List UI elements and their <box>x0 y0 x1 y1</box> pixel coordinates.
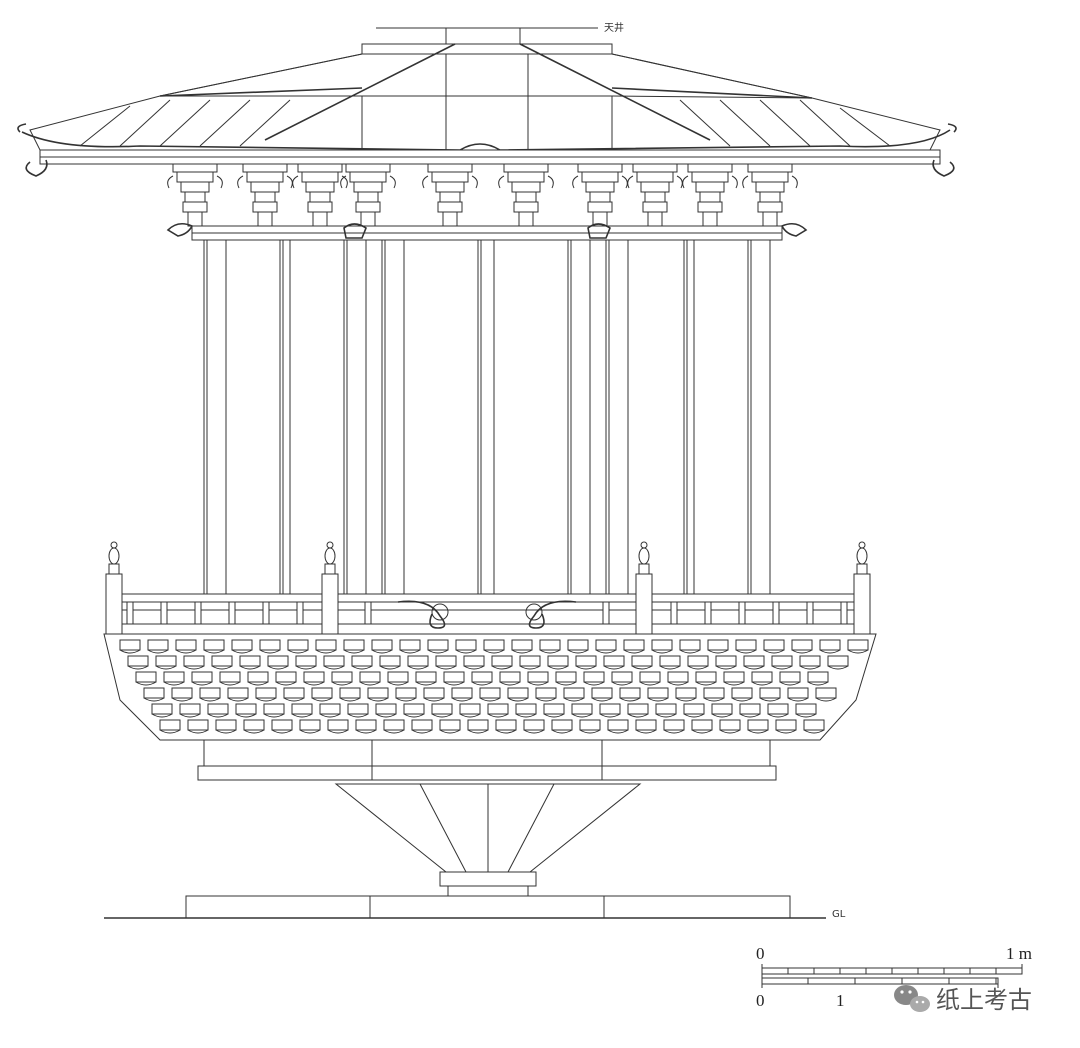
column <box>203 239 227 595</box>
upper-bracket-set <box>742 163 798 227</box>
column <box>605 239 629 595</box>
balustrade-finial <box>105 541 123 635</box>
base-platform <box>197 739 777 781</box>
upper-beam <box>166 222 808 241</box>
balustrade <box>105 541 871 635</box>
upper-bracket-set <box>167 163 223 227</box>
scale-top-end: 1 m <box>1006 944 1032 963</box>
plinth: GL <box>104 895 846 920</box>
lower-bracket-mass <box>103 633 877 741</box>
column <box>567 239 591 595</box>
wechat-icon <box>894 985 930 1012</box>
column <box>683 239 695 595</box>
upper-bracket-set <box>422 163 478 227</box>
upper-bracket-set <box>292 163 348 227</box>
column <box>747 239 771 595</box>
column <box>343 239 367 595</box>
balustrade-finial <box>635 541 653 635</box>
upper-bracket-set <box>572 163 628 227</box>
column <box>279 239 291 595</box>
watermark: 纸上考古 <box>894 985 1032 1014</box>
balustrade-finial <box>321 541 339 635</box>
pedestal <box>334 783 642 897</box>
column <box>381 239 405 595</box>
scale-bottom-mid: 1 <box>836 991 845 1010</box>
columns <box>203 239 771 595</box>
column <box>477 239 495 595</box>
scale-top-start: 0 <box>756 944 765 963</box>
upper-bracket-set <box>682 163 738 227</box>
upper-bracket-set <box>237 163 293 227</box>
upper-bracket-set <box>627 163 683 227</box>
watermark-text: 纸上考古 <box>936 986 1032 1014</box>
ceiling-marker: 天井 <box>376 21 624 44</box>
ceiling-label: 天井 <box>604 21 624 34</box>
upper-bracket-set <box>340 163 396 227</box>
roof <box>17 43 957 177</box>
upper-bracket-set <box>498 163 554 227</box>
roof-panels <box>79 54 891 150</box>
scale-bottom-start: 0 <box>756 991 765 1010</box>
scale-bar: 0 1 m 0 1 <box>756 944 1032 1010</box>
upper-bracket-sets <box>167 163 798 227</box>
ground-line-label: GL <box>832 909 846 920</box>
balustrade-finial <box>853 541 871 635</box>
